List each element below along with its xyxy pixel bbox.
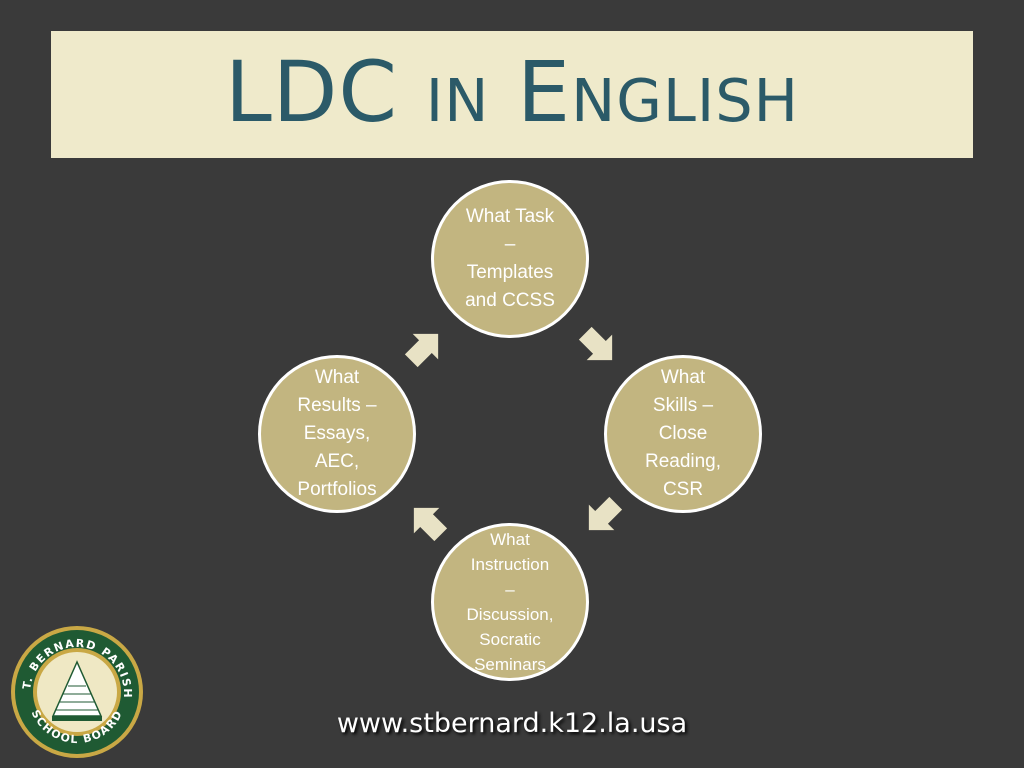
node-task: What Task – Templates and CCSS bbox=[431, 180, 589, 338]
page-title: LDC in English bbox=[224, 42, 800, 141]
node-results: What Results – Essays, AEC, Portfolios bbox=[258, 355, 416, 513]
arrow-right-to-bottom-icon bbox=[588, 496, 623, 531]
node-instruction-label: What Instruction – Discussion, Socratic … bbox=[466, 530, 554, 674]
node-task-label: What Task – Templates and CCSS bbox=[465, 206, 555, 311]
node-instruction: What Instruction – Discussion, Socratic … bbox=[431, 523, 589, 681]
arrow-left-to-top-icon bbox=[404, 333, 439, 368]
school-board-seal: ST. BERNARD PARISH SCHOOL BOARD bbox=[3, 614, 146, 760]
node-results-label: What Results – Essays, AEC, Portfolios bbox=[297, 367, 377, 500]
node-skills-label: What Skills – Close Reading, CSR bbox=[644, 367, 722, 500]
arrow-bottom-to-left-icon bbox=[413, 507, 448, 542]
title-banner: LDC in English bbox=[51, 31, 973, 158]
arrow-top-to-right-icon bbox=[578, 326, 613, 361]
node-skills: What Skills – Close Reading, CSR bbox=[604, 355, 762, 513]
website-url: www.stbernard.k12.la.usa bbox=[336, 708, 688, 739]
